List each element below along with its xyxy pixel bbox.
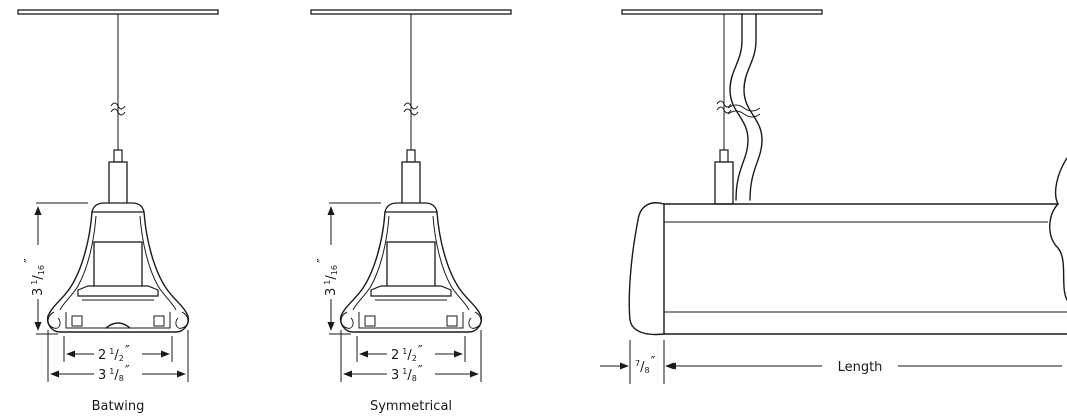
- end-den: 8: [644, 366, 649, 375]
- inner-inch: ″: [125, 344, 130, 359]
- cord-break: [727, 104, 761, 112]
- outer-num: 1: [109, 367, 114, 376]
- inner-den: 2: [412, 354, 417, 363]
- cable-gripper: [719, 149, 729, 163]
- end-inch: ″: [651, 355, 656, 370]
- svg-text:31/16″: 31/16″: [316, 258, 339, 296]
- height-den: 16: [37, 265, 46, 275]
- inner-whole: 2: [391, 348, 399, 363]
- end-num: 7: [635, 359, 640, 368]
- ceiling-plate: [621, 9, 823, 15]
- cable-break: [716, 100, 732, 108]
- outer-inch: ″: [418, 364, 423, 379]
- symmetrical-caption: Symmetrical: [370, 399, 452, 414]
- power-cord-left: [729, 13, 749, 201]
- outer-whole: 3: [98, 368, 106, 383]
- batwing-optic: [105, 322, 131, 329]
- height-num: 1: [30, 280, 39, 285]
- symmetrical-height-label: 31/16″: [316, 258, 339, 296]
- length-label: Length: [838, 360, 883, 375]
- outer-num: 1: [402, 367, 407, 376]
- svg-text:31/16″: 31/16″: [23, 258, 46, 296]
- inner-inch: ″: [418, 344, 423, 359]
- outer-den: 8: [412, 374, 417, 383]
- canopy: [714, 161, 734, 205]
- batwing-height-label: 31/16″: [23, 258, 46, 296]
- height-whole: 3: [324, 288, 339, 296]
- cord-break-2: [727, 110, 761, 118]
- end-cap: [628, 202, 665, 336]
- height-inch: ″: [23, 258, 38, 263]
- inner-num: 1: [402, 347, 407, 356]
- break-line-top: [1049, 203, 1067, 301]
- cable-break-2: [716, 106, 732, 114]
- side-view: 7/8″ Length: [600, 9, 1067, 384]
- batwing-caption: Batwing: [92, 399, 145, 414]
- inner-den: 2: [119, 354, 124, 363]
- inner-num: 1: [109, 347, 114, 356]
- height-whole: 3: [31, 288, 46, 296]
- end-cap-label: 7/8″: [635, 355, 656, 375]
- outer-den: 8: [119, 374, 124, 383]
- outer-whole: 3: [391, 368, 399, 383]
- outer-inch: ″: [125, 364, 130, 379]
- power-cord-right: [743, 13, 763, 201]
- inner-whole: 2: [98, 348, 106, 363]
- height-den: 16: [330, 265, 339, 275]
- break-line-upper: [1054, 157, 1067, 205]
- height-inch: ″: [316, 258, 331, 263]
- height-num: 1: [323, 280, 332, 285]
